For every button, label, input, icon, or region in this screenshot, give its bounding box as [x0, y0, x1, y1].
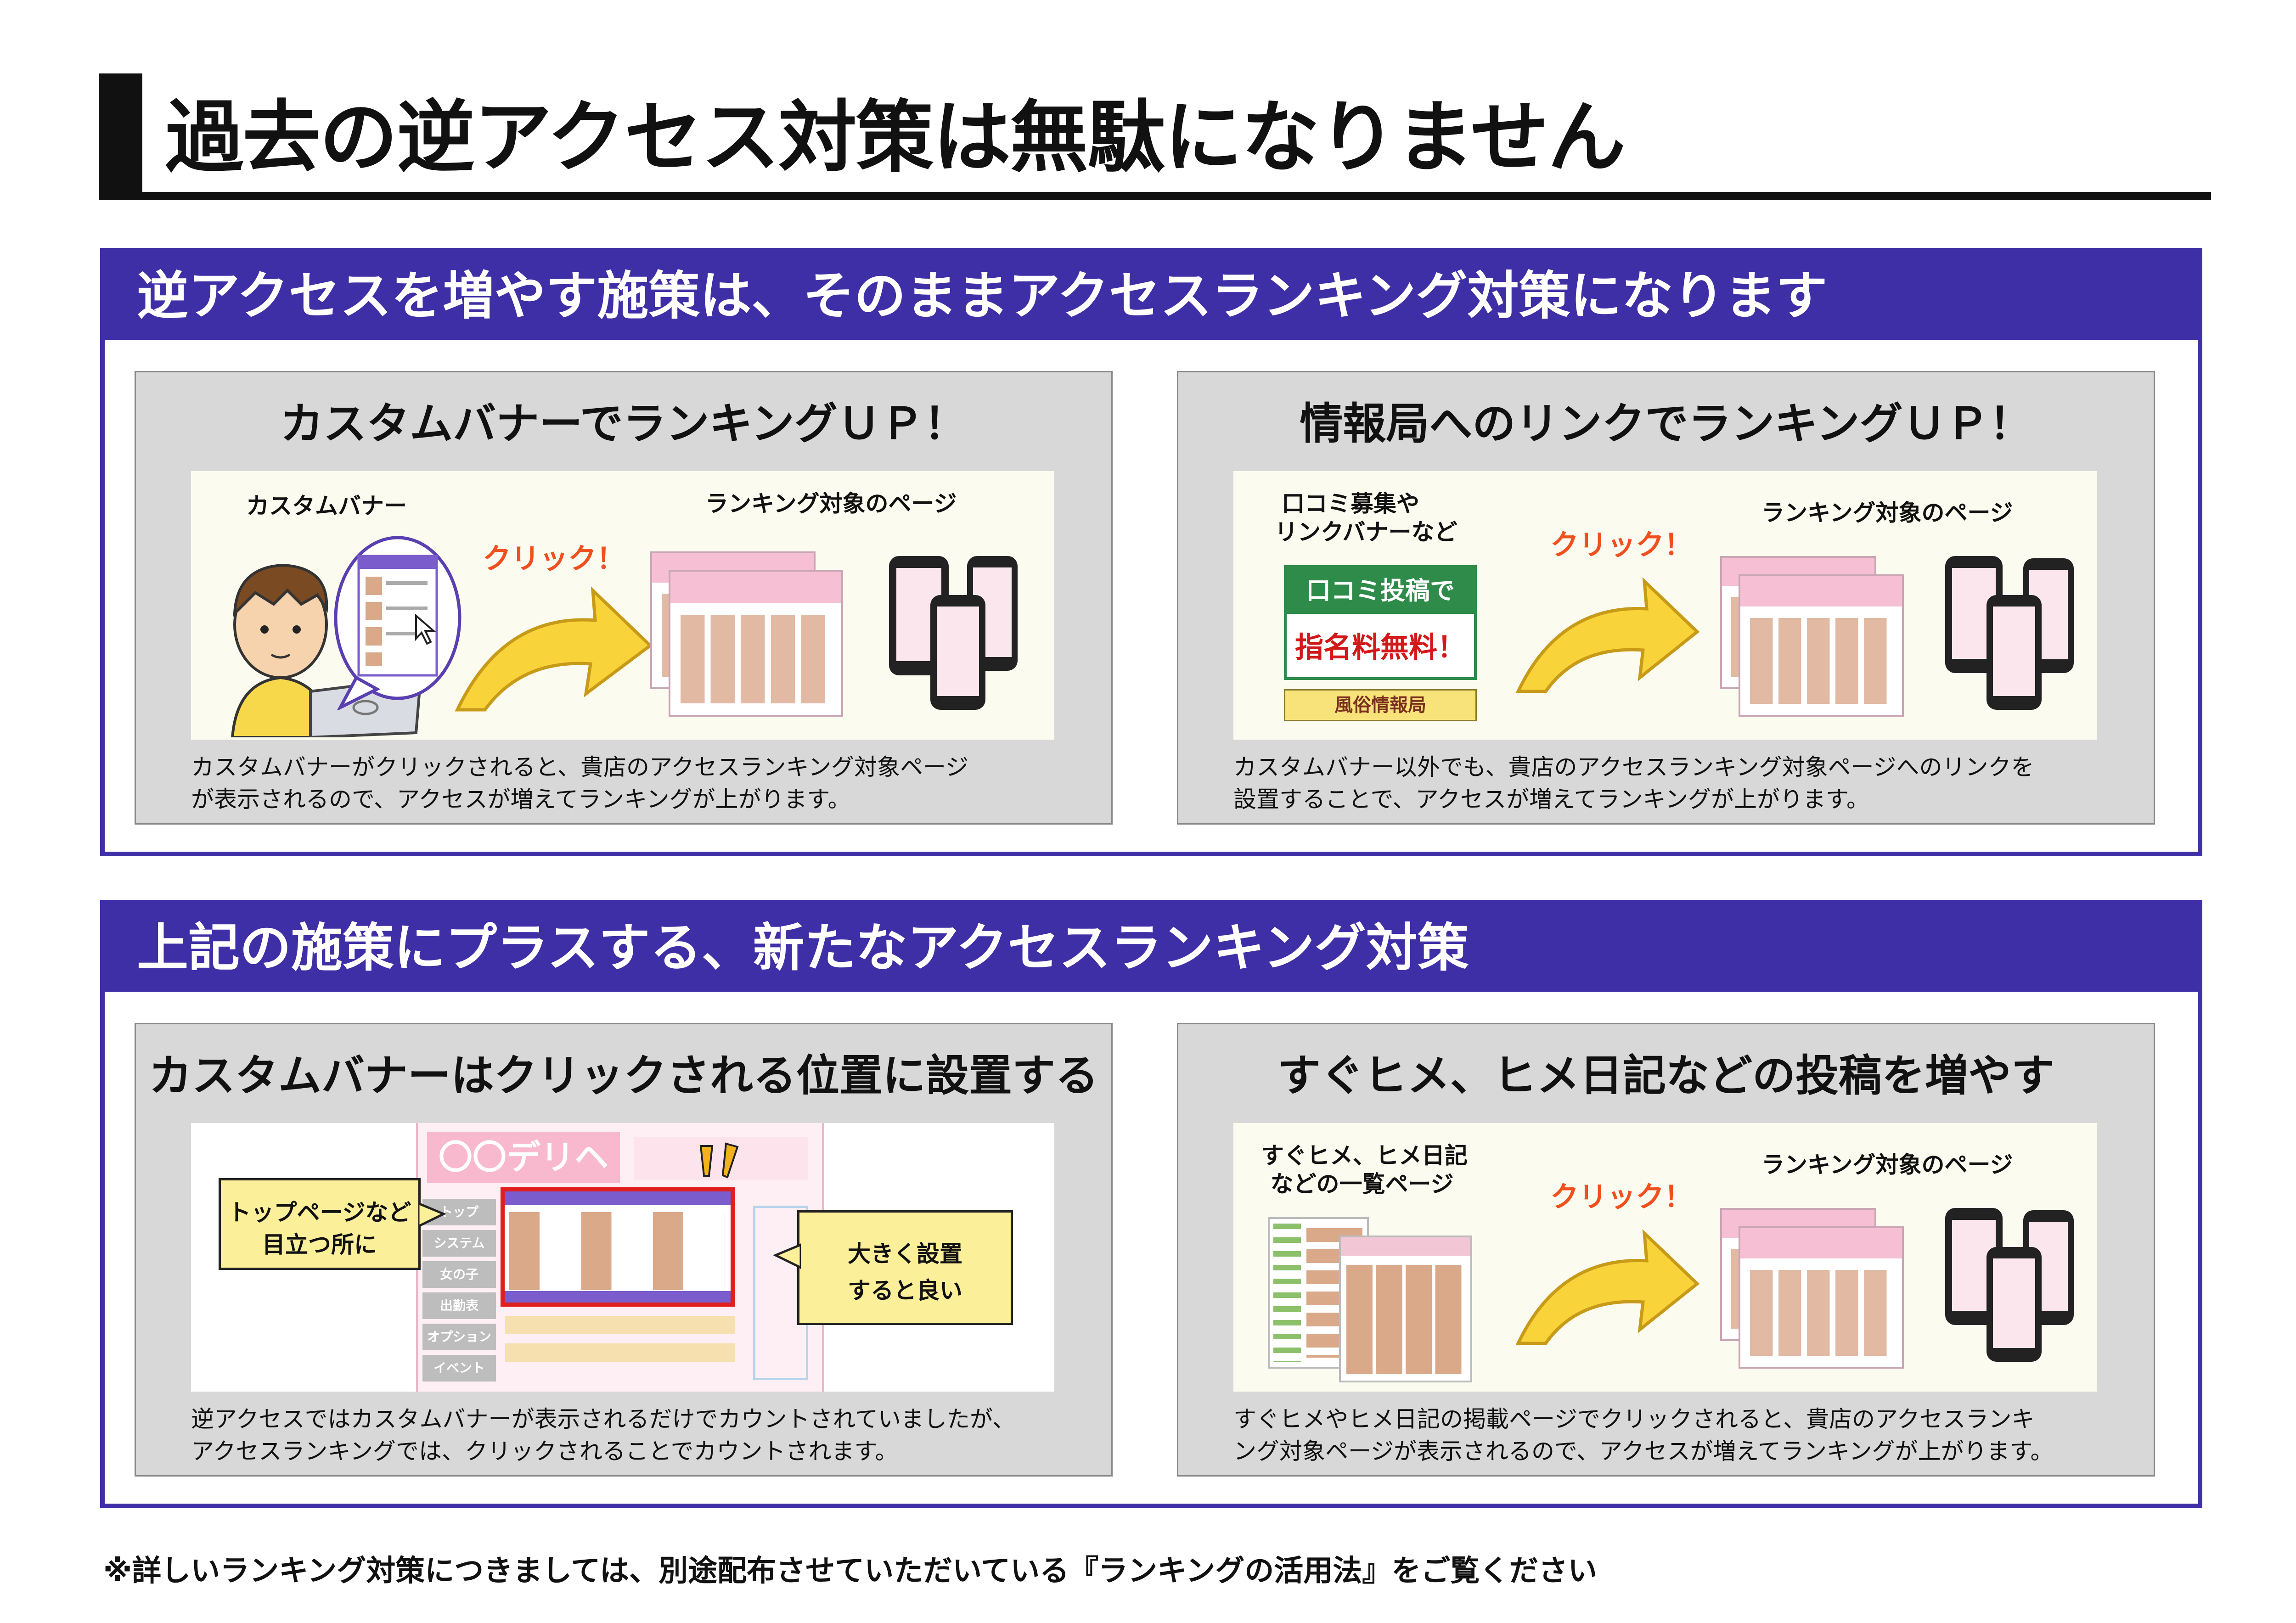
kuchikomi-label: 口コミ募集や リンクバナーなど	[1275, 490, 1458, 545]
list-page-label: すぐヒメ、ヒメ日記 などの一覧ページ	[1261, 1142, 1468, 1197]
ranking-page-screenshot	[669, 570, 843, 717]
panel-caption: カスタムバナー以外でも、貴店のアクセスランキング対象ページへのリンクを 設置する…	[1233, 754, 2034, 813]
section-new-ranking: 上記の施策にプラスする、新たなアクセスランキング対策 カスタムバナーはクリックさ…	[100, 900, 2202, 1508]
callout-prominent-place: トップページなど 目立つ所に	[219, 1178, 421, 1270]
exclamation-icon	[699, 1142, 739, 1179]
section-header: 逆アクセスを増やす施策は、そのままアクセスランキング対策になります	[105, 253, 2198, 340]
site-menu-item[interactable]: 出勤表	[422, 1292, 496, 1319]
content-placeholder	[505, 1316, 735, 1334]
section-heading: 逆アクセスを増やす施策は、そのままアクセスランキング対策になります	[137, 266, 1828, 326]
panel-custom-banner: カスタムバナーでランキングＵＰ！ カスタムバナー	[135, 371, 1113, 825]
panel-title: カスタムバナーでランキングＵＰ！	[280, 399, 967, 449]
panel-illustration: すぐヒメ、ヒメ日記 などの一覧ページ クリック！ ランキング対象のページ	[1233, 1123, 2097, 1392]
person-laptop-illustration	[231, 563, 422, 737]
kuchikomi-banner[interactable]: 口コミ投稿で 指名料無料！	[1284, 565, 1477, 680]
site-menu-item[interactable]: イベント	[422, 1355, 496, 1382]
panel-title: カスタムバナーはクリックされる位置に設置する	[148, 1051, 1098, 1101]
title-accent-bar	[99, 73, 142, 198]
panel-info-link: 情報局へのリンクでランキングＵＰ！ 口コミ募集や リンクバナーなど 口コミ投稿で…	[1177, 371, 2155, 825]
page-title: 過去の逆アクセス対策は無駄になりません	[165, 92, 1626, 183]
list-page-screenshot	[1339, 1236, 1472, 1382]
ranking-page-label: ランキング対象のページ	[1761, 500, 2013, 526]
ranking-page-label: ランキング対象のページ	[1761, 1151, 2013, 1178]
panel-banner-placement: カスタムバナーはクリックされる位置に設置する 〇〇デリヘル トップ システム 女…	[135, 1023, 1113, 1477]
site-menu-item[interactable]: システム	[422, 1230, 496, 1257]
website-mockup: 〇〇デリヘル トップ システム 女の子 出勤表 オプション イベント	[416, 1123, 824, 1392]
banner-speech-bubble	[334, 536, 461, 710]
site-menu-item[interactable]: オプション	[422, 1324, 496, 1350]
smartphone-mockup	[1986, 595, 2042, 710]
footnote: ※詳しいランキング対策につきましては、別途配布させていただいている『ランキングの…	[103, 1554, 1598, 1588]
callout-pointer	[418, 1202, 446, 1228]
highlighted-custom-banner[interactable]	[501, 1187, 735, 1307]
click-label: クリック！	[483, 542, 625, 575]
site-menu-item[interactable]: 女の子	[422, 1261, 496, 1288]
ranking-page-label: ランキング対象のページ	[705, 490, 957, 517]
ranking-page-screenshot	[1739, 574, 1904, 717]
panel-hime-posts: すぐヒメ、ヒメ日記などの投稿を増やす すぐヒメ、ヒメ日記 などの一覧ページ クリ…	[1177, 1023, 2155, 1477]
callout-pointer	[773, 1243, 801, 1269]
arrow-icon	[1515, 1229, 1700, 1345]
panel-title: すぐヒメ、ヒメ日記などの投稿を増やす	[1277, 1051, 2054, 1101]
panel-illustration: 口コミ募集や リンクバナーなど 口コミ投稿で 指名料無料！ 風俗情報局 クリック…	[1233, 471, 2097, 740]
info-site-small-banner[interactable]: 風俗情報局	[1284, 689, 1477, 721]
click-label: クリック！	[1550, 1180, 1693, 1213]
smartphone-mockup	[1986, 1247, 2042, 1362]
custom-banner-label: カスタムバナー	[246, 493, 407, 519]
ranking-page-screenshot	[1739, 1226, 1904, 1369]
panel-illustration: 〇〇デリヘル トップ システム 女の子 出勤表 オプション イベント	[191, 1123, 1054, 1392]
panel-caption: 逆アクセスではカスタムバナーが表示されるだけでカウントされていましたが、 アクセ…	[191, 1406, 1015, 1465]
panel-title: 情報局へのリンクでランキングＵＰ！	[1300, 399, 2032, 449]
smartphone-mockup	[930, 595, 985, 710]
content-placeholder	[505, 1343, 735, 1362]
callout-place-large: 大きく設置 すると良い	[797, 1210, 1013, 1325]
title-underline	[99, 192, 2211, 200]
section-heading: 上記の施策にプラスする、新たなアクセスランキング対策	[137, 918, 1469, 978]
arrow-icon	[1515, 577, 1700, 693]
section-reverse-access: 逆アクセスを増やす施策は、そのままアクセスランキング対策になります カスタムバナ…	[100, 248, 2202, 856]
arrow-icon	[455, 586, 653, 712]
site-contact-box	[634, 1137, 808, 1180]
panel-caption: すぐヒメやヒメ日記の掲載ページでクリックされると、貴店のアクセスランキ ング対象…	[1233, 1406, 2054, 1465]
panel-caption: カスタムバナーがクリックされると、貴店のアクセスランキング対象ページ が表示され…	[191, 754, 968, 813]
site-menu: トップ システム 女の子 出勤表 オプション イベント	[422, 1199, 496, 1386]
site-name: 〇〇デリヘル	[427, 1132, 620, 1228]
panel-illustration: カスタムバナー	[191, 471, 1054, 740]
click-label: クリック！	[1550, 528, 1693, 562]
section-header: 上記の施策にプラスする、新たなアクセスランキング対策	[105, 904, 2198, 992]
